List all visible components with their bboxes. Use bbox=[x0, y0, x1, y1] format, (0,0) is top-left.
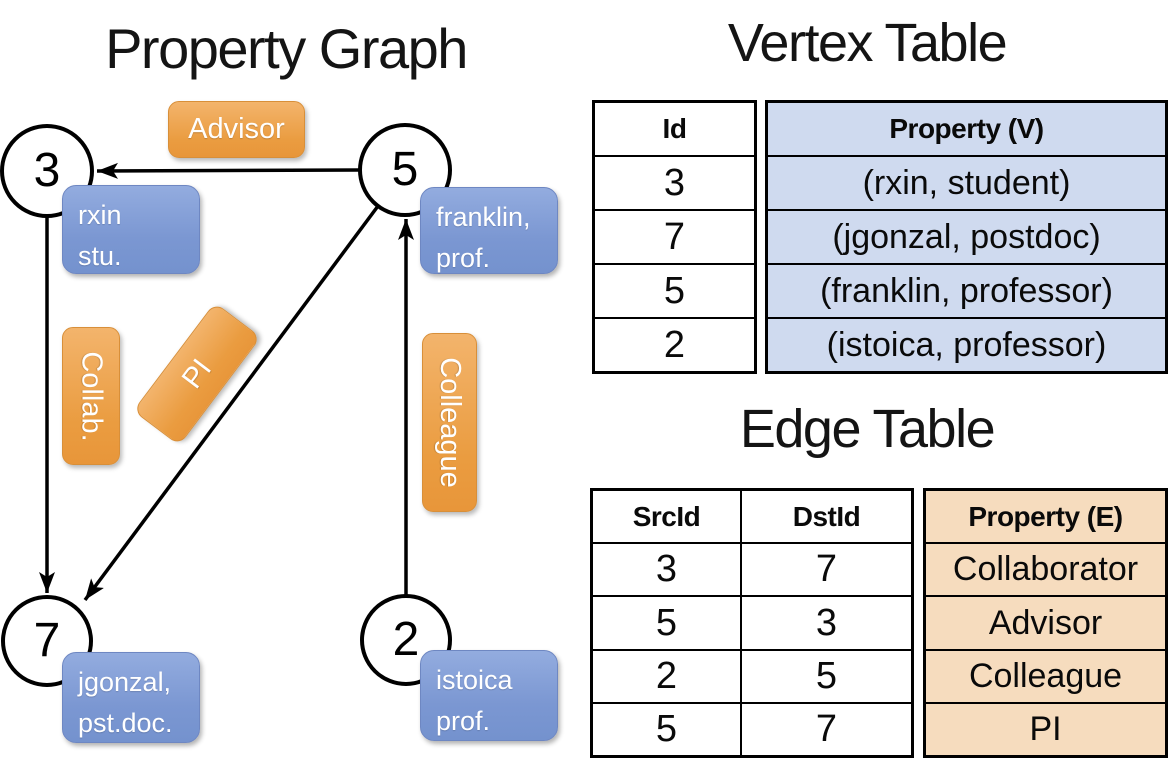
vertex-table-id-column: Id 3 7 5 2 bbox=[592, 100, 757, 374]
edge-label-advisor: Advisor bbox=[168, 101, 305, 158]
vertex-table-property-header: Property (V) bbox=[889, 113, 1044, 144]
vertex-property-line: istoica bbox=[436, 665, 513, 695]
edge-label-text: Colleague bbox=[434, 357, 467, 488]
vertex-table-id-cell: 5 bbox=[595, 263, 754, 317]
vertex-property-box-2: istoica prof. bbox=[420, 650, 558, 741]
edge-table-srcid-header: SrcId bbox=[632, 500, 701, 532]
edge-pi-5-to-7 bbox=[83, 204, 380, 602]
edge-table-property-cell: Colleague bbox=[926, 648, 1165, 702]
edge-table-id-row: 3 7 bbox=[593, 542, 911, 596]
edge-table-src-cell: 5 bbox=[655, 707, 678, 750]
edge-table-id-header-row: SrcId DstId bbox=[593, 491, 911, 543]
edge-table-dst-cell: 3 bbox=[740, 597, 911, 649]
edge-table-id-row: 2 5 bbox=[593, 648, 911, 702]
vertex-table-id-cell: 2 bbox=[595, 317, 754, 371]
vertex-id-2: 2 bbox=[392, 613, 420, 666]
edge-table-id-columns: SrcId DstId 3 7 5 3 2 5 5 7 bbox=[590, 488, 914, 758]
edge-label-text: PI bbox=[175, 353, 218, 395]
edge-table-property-column: Property (E) Collaborator Advisor Collea… bbox=[923, 488, 1168, 758]
edge-label-text: Collab. bbox=[75, 350, 108, 442]
edge-advisor-5-to-3 bbox=[96, 162, 361, 179]
vertex-property-line: franklin, bbox=[436, 202, 531, 232]
vertex-table-property-cell: (jgonzal, postdoc) bbox=[768, 209, 1165, 263]
vertex-property-line: jgonzal, bbox=[78, 667, 172, 697]
edge-table-src-cell: 5 bbox=[655, 601, 678, 644]
edge-table-property-cell: PI bbox=[926, 701, 1165, 755]
property-graph-title: Property Graph bbox=[105, 17, 468, 80]
vertex-table-property-column: Property (V) (rxin, student) (jgonzal, p… bbox=[765, 100, 1168, 374]
edge-table-id-row: 5 3 bbox=[593, 595, 911, 649]
edge-label-collab: Collab. bbox=[62, 327, 120, 465]
edge-table-dstid-header: DstId bbox=[740, 491, 911, 543]
vertex-property-line: pst.doc. bbox=[78, 708, 173, 738]
vertex-property-box-5: franklin, prof. bbox=[420, 187, 558, 274]
vertex-table-id-cell: 3 bbox=[595, 155, 754, 209]
vertex-property-line: prof. bbox=[436, 243, 491, 273]
vertex-property-box-3: rxin stu. bbox=[62, 185, 200, 274]
vertex-table-property-cell: (franklin, professor) bbox=[768, 263, 1165, 317]
edge-table-src-cell: 3 bbox=[655, 548, 678, 591]
vertex-table-property-cell: (rxin, student) bbox=[768, 155, 1165, 209]
vertex-property-line: rxin bbox=[78, 200, 122, 230]
vertex-table-id-header: Id bbox=[662, 113, 687, 144]
vertex-property-line: stu. bbox=[78, 241, 122, 271]
vertex-property-box-7: jgonzal, pst.doc. bbox=[62, 652, 200, 743]
vertex-table-title: Vertex Table bbox=[727, 13, 1008, 73]
edge-label-text: Advisor bbox=[188, 113, 285, 145]
vertex-id-7: 7 bbox=[33, 614, 61, 667]
edge-table-dst-cell: 7 bbox=[740, 544, 911, 596]
vertex-id-3: 3 bbox=[33, 144, 61, 197]
edge-table-property-cell: Advisor bbox=[926, 595, 1165, 648]
vertex-table-id-cell: 7 bbox=[595, 209, 754, 263]
edge-label-colleague: Colleague bbox=[422, 333, 477, 512]
edge-table-src-cell: 2 bbox=[655, 654, 678, 697]
edge-table-title: Edge Table bbox=[739, 399, 996, 459]
edge-table-id-row: 5 7 bbox=[593, 701, 911, 756]
edge-table-property-header: Property (E) bbox=[968, 500, 1123, 532]
edge-table-property-cell: Collaborator bbox=[926, 542, 1165, 595]
vertex-id-5: 5 bbox=[391, 143, 419, 196]
vertex-table-property-cell: (istoica, professor) bbox=[768, 317, 1165, 371]
edge-table-dst-cell: 5 bbox=[740, 650, 911, 702]
edge-table-dst-cell: 7 bbox=[740, 703, 911, 756]
vertex-property-line: prof. bbox=[436, 706, 491, 736]
